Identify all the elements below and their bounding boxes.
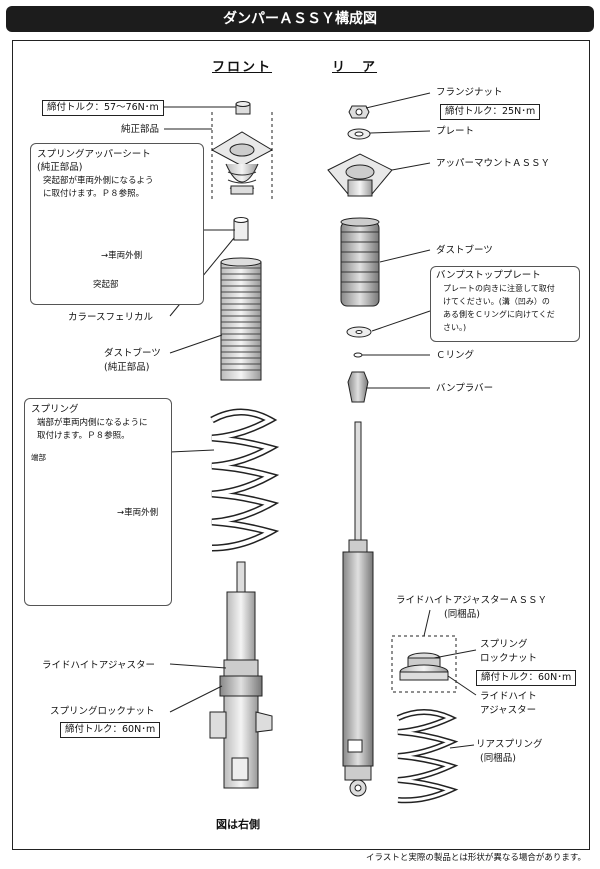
front-top-torque: 締付トルク：57〜76N･m: [42, 100, 164, 116]
c-ring: [353, 352, 363, 358]
front-spring-lock-nut-label: スプリングロックナット: [50, 706, 155, 717]
collar-spherical-label: カラースフェリカル: [68, 312, 154, 323]
figure-caption: 図は右側: [216, 818, 260, 831]
upper-sheet-note-body1: 突起部が車両外側になるよう: [43, 176, 154, 186]
rear-heading: リ ア: [332, 60, 378, 75]
bump-stop-plate-l2: けてください。(溝（凹み）の: [443, 297, 550, 306]
c-ring-label: Ｃリング: [436, 350, 475, 361]
front-genuine-part-label: 純正部品: [121, 124, 160, 135]
collar-spherical: [233, 217, 249, 241]
bump-stop-plate-l1: プレートの向きに注意して取付: [443, 284, 555, 293]
upper-sheet-outer-side: →車両外側: [101, 251, 143, 261]
bump-rubber: [347, 371, 369, 403]
front-dust-boot-sublabel: (純正部品): [104, 362, 150, 373]
bump-rubber-label: バンプラバー: [436, 383, 494, 394]
rear-ride-height-label-1: ライドハイト: [480, 691, 537, 702]
spring-note: スプリング 端部が車両内側になるように 取付けます。Ｐ８参照。 端部 →車両外側: [24, 398, 172, 606]
rear-plate-label: プレート: [436, 126, 475, 137]
bump-stop-plate-l3: ある側をＣリングに向けてくだ: [443, 310, 555, 319]
ride-height-assy-label: ライドハイトアジャスターＡＳＳＹ: [396, 595, 547, 606]
rear-shock: [342, 421, 374, 797]
spring-note-outer-side: →車両外側: [117, 508, 159, 518]
spring-note-body2: 取付けます。Ｐ８参照。: [37, 431, 130, 441]
rear-dust-boot-label: ダストブーツ: [436, 245, 493, 256]
front-top-nut: [235, 101, 251, 115]
rear-ride-height-label-2: アジャスター: [480, 705, 537, 716]
rear-spring-label: リアスプリング: [476, 739, 543, 750]
spring-note-title: スプリング: [31, 404, 79, 415]
front-lock-torque: 締付トルク：60N･m: [60, 722, 161, 738]
front-ride-height-adjuster-label: ライドハイトアジャスター: [42, 660, 155, 671]
spring-note-end-label: 端部: [31, 453, 46, 462]
upper-sheet-note-title: スプリングアッパーシート: [37, 149, 151, 160]
rear-spring-sublabel: (同梱品): [480, 753, 516, 764]
rear-ride-height-adjuster: [399, 652, 449, 681]
page-header: ダンパーＡＳＳＹ構成図: [6, 6, 594, 32]
front-heading: フロント: [212, 60, 273, 75]
rear-upper-mount: [327, 153, 393, 197]
front-dust-boot-label: ダストブーツ: [104, 348, 161, 359]
rear-spring-lock-nut-label-2: ロックナット: [480, 653, 538, 664]
flange-nut-torque: 締付トルク：25N･m: [440, 104, 541, 120]
upper-sheet-protrusion: 突起部: [93, 280, 119, 290]
front-upper-mount: [210, 131, 274, 195]
bump-stop-plate-l4: さい。): [443, 323, 467, 332]
front-dust-boot: [220, 257, 262, 381]
upper-sheet-note-body2: に取付けます。Ｐ８参照。: [43, 189, 145, 199]
upper-sheet-note-subtitle: (純正部品): [37, 162, 83, 173]
flange-nut-label: フランジナット: [436, 87, 503, 98]
disclaimer: イラストと実際の製品とは形状が異なる場合があります。: [366, 853, 586, 863]
rear-plate: [347, 128, 371, 140]
bump-stop-plate-note: バンプストッププレート プレートの向きに注意して取付 けてください。(溝（凹み）…: [430, 266, 580, 342]
upper-mount-assy-label: アッパーマウントＡＳＳＹ: [436, 158, 551, 169]
diagram-frame: [12, 40, 590, 850]
ride-height-assy-sublabel: (同梱品): [444, 609, 480, 620]
front-strut: [209, 561, 273, 789]
rear-dust-boot: [340, 217, 380, 307]
bump-stop-plate-title: バンプストッププレート: [436, 270, 541, 281]
rear-spring-lock-nut-label-1: スプリング: [480, 639, 528, 650]
rear-lock-torque: 締付トルク：60N･m: [476, 670, 577, 686]
rear-flange-nut: [348, 105, 370, 119]
spring-note-body1: 端部が車両内側になるように: [37, 418, 148, 428]
upper-sheet-note: スプリングアッパーシート (純正部品) 突起部が車両外側になるよう に取付けます…: [30, 143, 204, 305]
